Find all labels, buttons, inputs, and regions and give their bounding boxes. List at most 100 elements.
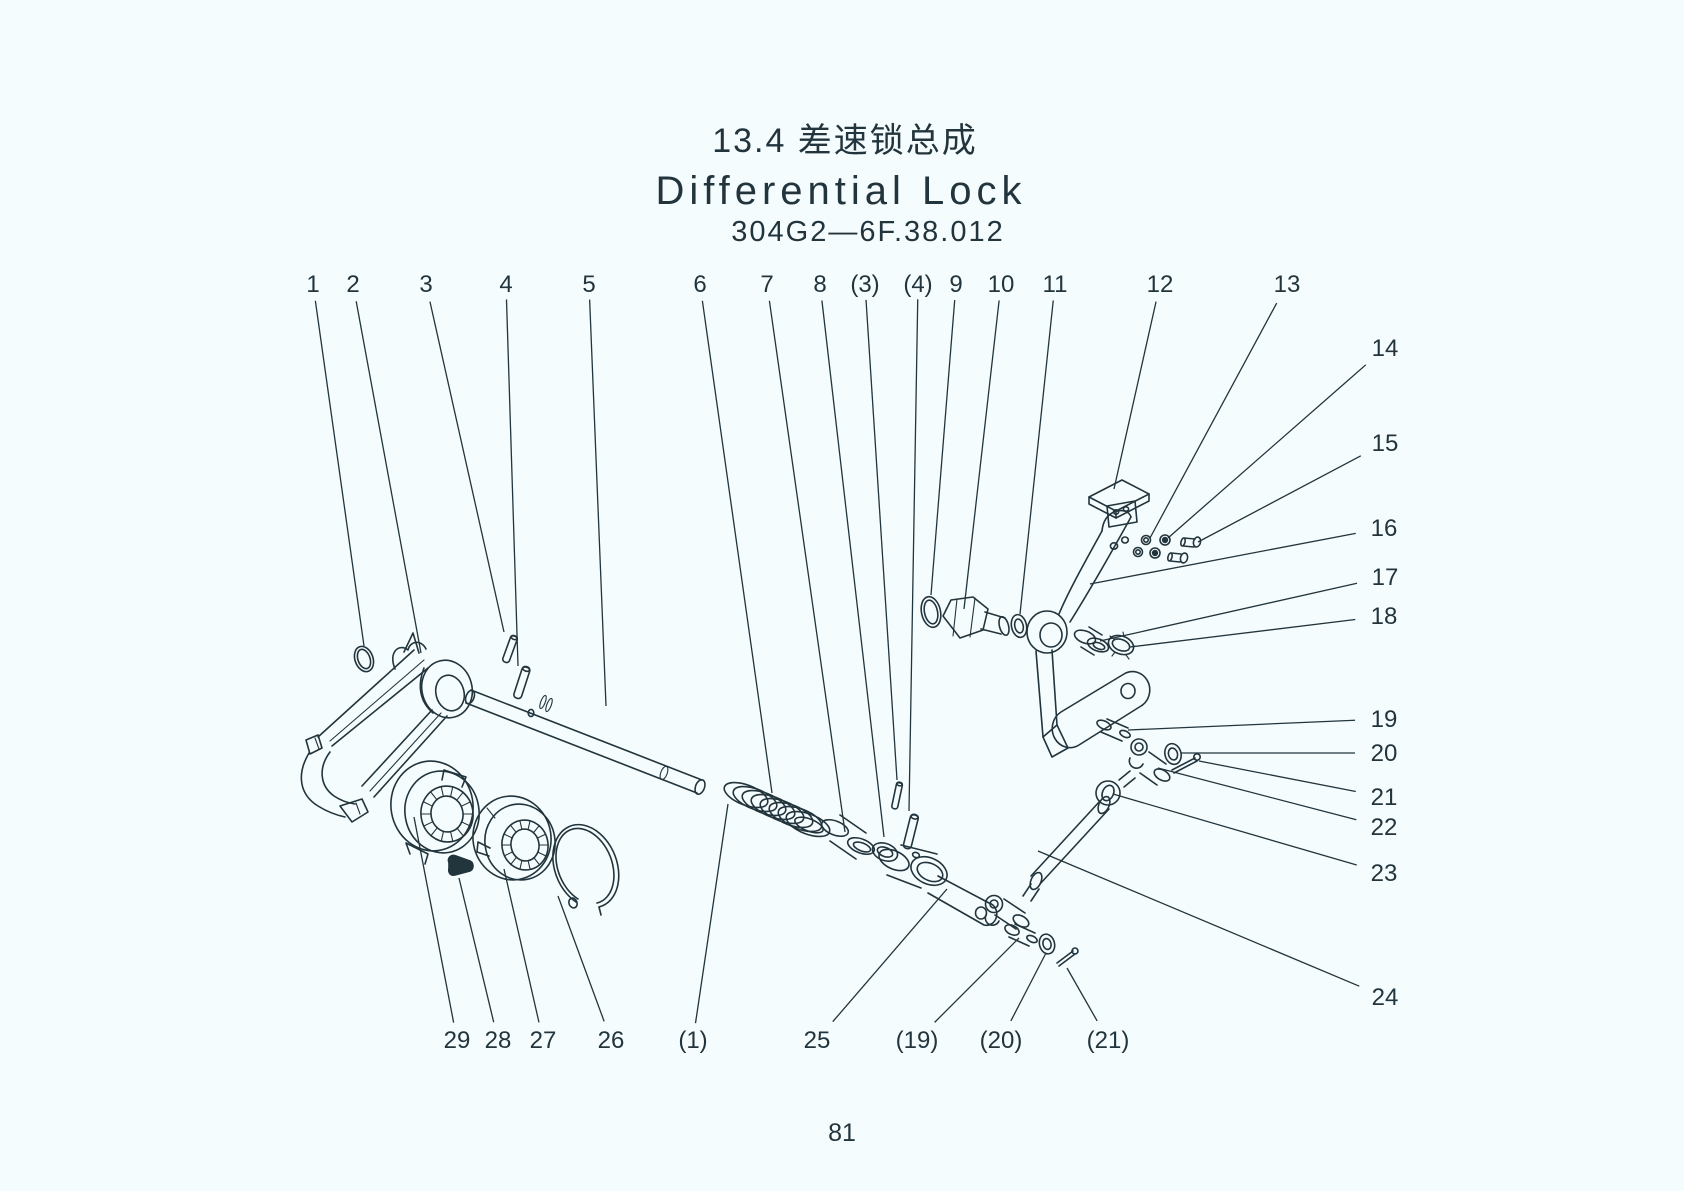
hub-29-teeth (420, 786, 474, 842)
leader-3 (429, 301, 505, 633)
callout-17: 17 (1372, 564, 1399, 591)
part-bushing-17 (1073, 626, 1110, 656)
callout-7: 7 (760, 271, 773, 298)
part-rodend-23 (1095, 770, 1136, 806)
leader-4 (505, 299, 519, 667)
leader-25 (832, 888, 948, 1023)
part-pin-3 (501, 634, 519, 664)
part-spring-6 (723, 781, 831, 838)
leader-6 (701, 300, 773, 794)
part-lever-25 (878, 844, 998, 927)
callout-27: 27 (530, 1027, 557, 1054)
callout-26: 26 (598, 1027, 625, 1054)
leader-(1) (694, 803, 729, 1024)
callout-11: 11 (1043, 271, 1068, 298)
part-pin-p4 (902, 813, 920, 850)
callout-5: 5 (582, 271, 595, 298)
leader-11 (1019, 300, 1054, 615)
leader-19 (1127, 719, 1356, 731)
callout-25: 25 (804, 1027, 831, 1054)
leader-13 (1149, 302, 1278, 539)
leader-(19) (934, 937, 1020, 1023)
leader-14 (1167, 364, 1367, 539)
callout-4: 4 (499, 271, 512, 298)
callout-(20): (20) (980, 1027, 1023, 1054)
leader-(4) (908, 299, 919, 812)
part-washer-11 (1010, 613, 1028, 639)
callout-15: 15 (1372, 430, 1399, 457)
part-fork-2 (300, 632, 474, 823)
part-lever-16 (1026, 509, 1151, 758)
section-title-zh: 13.4 差速锁总成 (712, 122, 978, 160)
callout-12: 12 (1147, 271, 1174, 298)
leader-7 (768, 300, 846, 833)
part-bolt-10 (942, 596, 1010, 639)
leader-(3) (865, 299, 898, 781)
callout-(3): (3) (850, 271, 879, 298)
leader-29 (413, 816, 455, 1023)
part-pin-4 (513, 665, 531, 700)
callout-10: 10 (988, 271, 1015, 298)
hub-27-teeth (501, 820, 549, 870)
part-cotter-21b (1056, 947, 1079, 967)
callout-13: 13 (1274, 271, 1301, 298)
callout-24: 24 (1372, 984, 1399, 1011)
part-pin-19 (1096, 718, 1131, 742)
leader-21 (1198, 760, 1356, 793)
part-fasteners-13-14-15 (1132, 534, 1202, 564)
leader-8 (821, 300, 885, 838)
part-shaft-5 (464, 689, 706, 795)
callout-2: 2 (346, 271, 359, 298)
part-pin-p3 (891, 781, 904, 810)
leader-28 (458, 877, 495, 1023)
parts-artwork (300, 479, 1202, 967)
leader-27 (503, 868, 540, 1023)
leader-22 (1157, 767, 1357, 821)
part-yoke-22 (1128, 738, 1171, 786)
callout-1: 1 (306, 271, 319, 298)
part-snapring-26 (552, 823, 620, 916)
part-oring-9 (920, 595, 942, 629)
callout-3: 3 (419, 271, 432, 298)
callout-22: 22 (1371, 814, 1398, 841)
part-code: 304G2—6F.38.012 (731, 216, 1004, 248)
callout-8: 8 (813, 271, 826, 298)
leader-1 (314, 300, 365, 647)
callout-21: 21 (1371, 784, 1398, 811)
page-number: 81 (828, 1119, 856, 1147)
callout-(4): (4) (903, 271, 932, 298)
callout-(1): (1) (678, 1027, 707, 1054)
callout-20: 20 (1371, 740, 1398, 767)
figure-title-en: Differential Lock (655, 169, 1026, 213)
callout-18: 18 (1371, 603, 1398, 630)
part-setscrew-28 (447, 854, 474, 876)
leader-16 (1089, 532, 1356, 585)
part-washer-20b (1038, 933, 1056, 955)
leader-24 (1037, 850, 1360, 987)
part-bushing-7 (820, 814, 876, 860)
leader-26 (557, 895, 605, 1022)
part-cotter-21 (1171, 752, 1202, 774)
callout-28: 28 (485, 1027, 512, 1054)
leader-18 (1129, 618, 1356, 648)
leader-10 (963, 300, 1000, 610)
leader-17 (1099, 582, 1358, 642)
part-oring-1 (353, 645, 375, 673)
callout-14: 14 (1372, 335, 1399, 362)
callout-19: 19 (1371, 706, 1398, 733)
leader-12 (1113, 301, 1157, 490)
leader-15 (1197, 455, 1362, 543)
callout-(19): (19) (896, 1027, 939, 1054)
callout-23: 23 (1371, 860, 1398, 887)
leader-2 (355, 301, 422, 654)
part-washer-20 (1164, 742, 1182, 766)
callout-9: 9 (949, 271, 962, 298)
leader-23 (1112, 793, 1357, 866)
leader-(21) (1066, 967, 1098, 1022)
leader-9 (930, 300, 956, 596)
part-hub-27 (472, 795, 556, 881)
callout-6: 6 (693, 271, 706, 298)
